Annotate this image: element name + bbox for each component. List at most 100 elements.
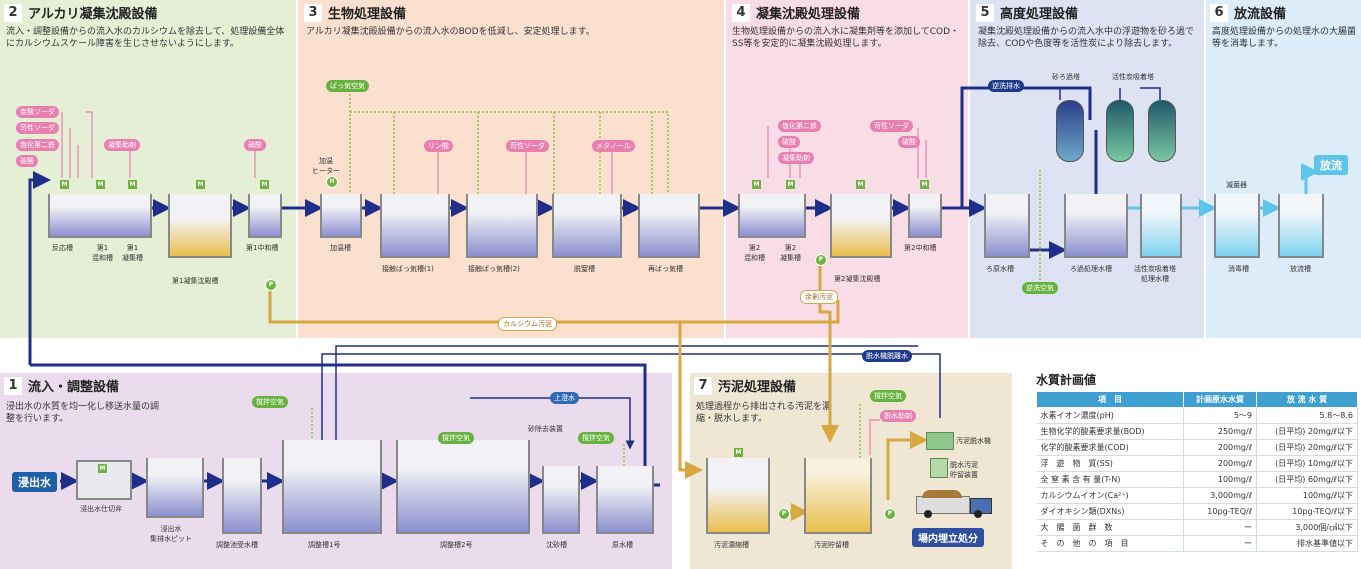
label-adj1: 調整槽1号 [308, 541, 341, 549]
label-ac-tower: 活性炭吸着塔 [1112, 73, 1154, 81]
second-neutral-tank [908, 194, 942, 238]
label-filt-water: ろ過処理水槽 [1070, 265, 1112, 273]
ac-tower-1 [1106, 100, 1134, 162]
label-pit: 浸出水 集排水ピット [150, 525, 192, 543]
chem-methanol: メタノール [592, 140, 635, 152]
label-raw-filt: ろ原水槽 [986, 265, 1014, 273]
chem-caustic-3: 苛性ソーダ [870, 120, 913, 132]
chem-stir-air-4: 撹拌空気 [870, 390, 906, 402]
panel-alkali [0, 0, 296, 338]
flow-excess-sludge: 余剰汚泥 [800, 290, 838, 304]
panel-advanced [970, 0, 1204, 338]
denit-tank [552, 194, 622, 258]
flow-backwash: 逆洗排水 [988, 80, 1024, 92]
label-coag2: 第2 凝集槽 [780, 244, 801, 262]
label-mix2: 第2 混和槽 [744, 244, 765, 262]
chem-sulfuric-2: 硫酸 [244, 139, 266, 151]
section-desc-4: 生物処理設備からの流入水に凝集剤等を添加してCOD・SS等を安定的に凝集沈殿処理… [732, 27, 960, 49]
label-aer2: 接触ばっ気槽(2) [468, 265, 520, 273]
label-aer1: 接触ばっ気槽(1) [382, 265, 434, 273]
panel-bio [298, 0, 724, 338]
label-raw: 原水槽 [612, 541, 633, 549]
heater-icon: H [326, 176, 338, 188]
label-heater: 加温 ヒーター [312, 157, 340, 175]
chem-caustic-2: 苛性ソーダ [506, 140, 549, 152]
label-thickener: 汚泥濃縮槽 [714, 541, 749, 549]
truck-icon [916, 490, 992, 518]
flow-calcium-sludge: カルシウム汚泥 [498, 317, 557, 331]
raw-water-tank [596, 466, 654, 534]
pump-icon: P [815, 254, 827, 266]
raw-filter-tank [984, 194, 1030, 258]
first-neutral-tank [248, 194, 282, 238]
flow-filtrate: 脱水機脱離水 [862, 350, 912, 362]
label-neut1: 第1 混和槽 [92, 244, 113, 262]
motor-icon: M [856, 180, 865, 189]
label-neut-tank1: 第1中和槽 [246, 244, 279, 252]
cake-hopper [930, 458, 948, 478]
aeration-tank-1 [380, 194, 450, 258]
reaction-tank [48, 194, 152, 238]
aeration-tank-2 [466, 194, 538, 258]
motor-icon: M [734, 448, 743, 457]
chem-aeration-air: ばっ気空気 [326, 80, 369, 92]
label-denit: 脱窒槽 [574, 265, 595, 273]
chem-stir-air-2: 撹拌空気 [438, 432, 474, 444]
motor-icon: M [920, 180, 929, 189]
chem-stir-air-1: 撹拌空気 [252, 396, 288, 408]
label-discharge-tank: 放流槽 [1290, 265, 1311, 273]
table-header: 放 流 水 質 [1256, 391, 1358, 408]
label-settle2: 第2凝集沈殿槽 [834, 275, 881, 283]
chem-soda-ash: 炭酸ソーダ [16, 106, 59, 118]
chem-sulfuric-4: 硫酸 [898, 136, 920, 148]
motor-icon: M [752, 180, 761, 189]
label-reaer: 再ばっ気槽 [648, 265, 683, 273]
label-grit-device: 砂除去装置 [528, 425, 563, 433]
chem-stir-air-3: 撹拌空気 [578, 432, 614, 444]
warm-tank [320, 194, 362, 238]
motor-icon: M [196, 180, 205, 189]
label-ac-water: 活性炭吸着塔 処理水槽 [1134, 265, 1176, 283]
landfill-label: 場内埋立処分 [912, 528, 984, 547]
first-settling-tank [168, 194, 232, 258]
second-settling-tank [830, 194, 892, 258]
motor-icon: M [60, 180, 69, 189]
section-desc-6: 高度処理設備からの処理水の大腸菌等を消毒します。 [1212, 27, 1357, 49]
label-dewaterer: 汚泥脱水機 [956, 437, 991, 445]
label-cake-store: 脱水汚泥 貯留装置 [950, 461, 978, 479]
label-valve: 浸出水仕切弁 [80, 505, 122, 513]
chem-dewater-aid: 脱水助剤 [880, 410, 916, 422]
label-grit: 沈砂槽 [546, 541, 567, 549]
section-desc-2: 流入・調整設備からの流入水のカルシウムを除去して、処理設備全体にカルシウムスケー… [6, 27, 285, 49]
pump-icon: P [778, 508, 790, 520]
table-row: 化学的酸素要求量(COD)200mg/ℓ(日平均) 20mg/ℓ以下 [1036, 439, 1358, 456]
table-row: そ の 他 の 項 目ー排水基準値以下 [1036, 535, 1358, 552]
mix2-tank [738, 194, 806, 238]
table-header: 項 目 [1036, 391, 1184, 408]
chem-phosphoric: リン酸 [424, 140, 453, 152]
table-header: 計画原水水質 [1183, 391, 1257, 408]
section-desc-7: 処理過程から排出される汚泥を濃縮・脱水します。 [696, 402, 832, 424]
panel-coag [726, 0, 968, 338]
ac-water-tank [1140, 194, 1182, 258]
section-desc-5: 凝集沈殿処理設備からの流入水中の浮遊物を砂ろ過で除去、CODや色度等を活性炭によ… [978, 27, 1195, 49]
chem-ferric-1: 塩化第二鉄 [16, 139, 59, 151]
section-desc-3: アルカリ凝集沈殿設備からの流入水のBODを低減し、安定処理します。 [306, 27, 595, 37]
label-warm: 加温槽 [330, 244, 351, 252]
label-neut-tank2: 第2中和槽 [904, 244, 937, 252]
chem-coag-aid-1: 凝集助剤 [104, 139, 140, 151]
discharge-tank [1278, 194, 1324, 258]
section-desc-1: 浸出水の水質を均一化し移送水量の調整を行います。 [6, 402, 160, 424]
ac-tower-2 [1148, 100, 1176, 162]
motor-icon: M [128, 180, 137, 189]
motor-icon: M [98, 464, 107, 473]
pump-icon: P [884, 508, 896, 520]
label-sand-tower: 砂ろ過塔 [1052, 73, 1080, 81]
